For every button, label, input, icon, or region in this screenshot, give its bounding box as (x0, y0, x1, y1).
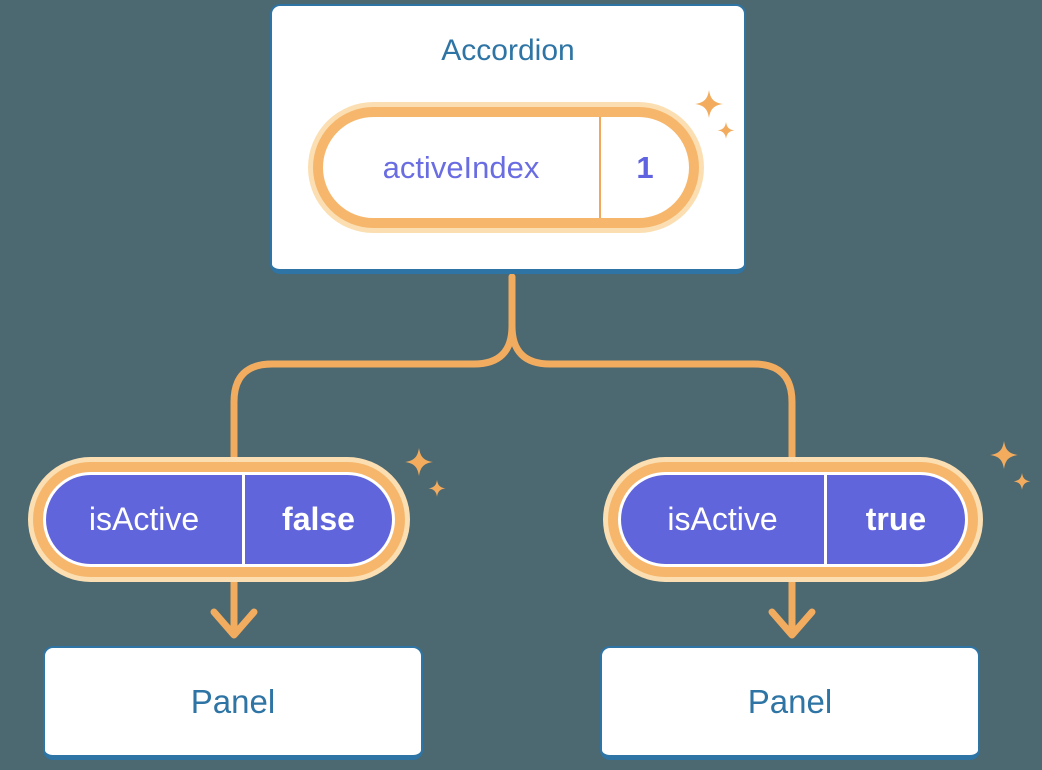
panel-card-left: Panel (43, 646, 423, 760)
state-value: 1 (636, 149, 654, 185)
connector-branch-right (508, 273, 796, 634)
arrow-down-icon-right (768, 608, 816, 639)
prop-value: false (282, 501, 355, 537)
state-name-label: activeIndex (382, 149, 540, 185)
prop-pill-is-active-true: isActive true (608, 462, 978, 577)
prop-name-label: isActive (88, 501, 200, 537)
prop-pill-is-active-false: isActive false (33, 462, 405, 577)
sparkle-icon (405, 448, 446, 497)
prop-pill-divider (242, 475, 245, 564)
arrow-down-icon-left (210, 608, 258, 639)
prop-pill-divider (824, 475, 827, 564)
panel-label: Panel (747, 682, 833, 720)
prop-name-label: isActive (667, 501, 778, 537)
state-pill-divider (599, 117, 601, 218)
sparkle-icon (990, 441, 1031, 490)
sparkle-icon (695, 90, 735, 139)
state-pill-active-index: activeIndex 1 (313, 107, 699, 228)
accordion-title: Accordion (441, 34, 575, 67)
connector-branch-left (230, 273, 516, 634)
panel-card-right: Panel (600, 646, 980, 760)
prop-value: true (865, 501, 927, 537)
panel-label: Panel (190, 682, 276, 720)
